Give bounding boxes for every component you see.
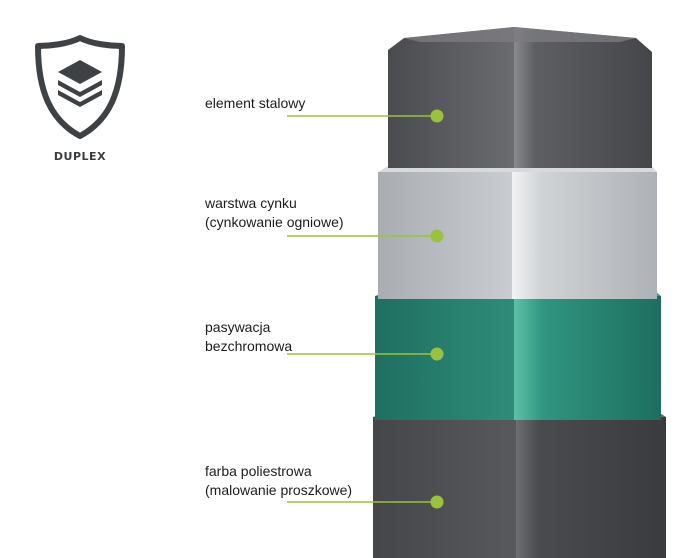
label-line: element stalowy [205, 95, 306, 111]
label-line: (malowanie proszkowe) [205, 482, 353, 498]
layer-passivation-block [375, 291, 661, 420]
label-line: pasywacja [205, 319, 271, 335]
marker-dot [430, 495, 444, 509]
marker-dot [430, 229, 444, 243]
label-zinc: warstwa cynku (cynkowanie ogniowe) [205, 194, 344, 232]
leader-line-paint [287, 495, 444, 509]
marker-dot [430, 109, 444, 123]
badge-caption: DUPLEX [53, 150, 107, 163]
label-passivation: pasywacja bezchromowa [205, 318, 292, 356]
label-line: warstwa cynku [205, 195, 297, 211]
leader-line-zinc [287, 229, 444, 243]
marker-dot [430, 347, 444, 361]
layer-steel-block [388, 27, 652, 168]
layer-paint-block [373, 413, 666, 558]
label-paint: farba poliestrowa (malowanie proszkowe) [205, 462, 352, 500]
layer-zinc-block [378, 164, 657, 299]
label-line: farba poliestrowa [205, 463, 312, 479]
label-line: bezchromowa [205, 338, 293, 354]
leader-line-passivation [287, 347, 444, 361]
label-steel: element stalowy [205, 94, 305, 113]
leader-line-steel [287, 109, 444, 123]
layers-shield-icon [35, 35, 125, 139]
label-line: (cynkowanie ogniowe) [205, 214, 344, 230]
